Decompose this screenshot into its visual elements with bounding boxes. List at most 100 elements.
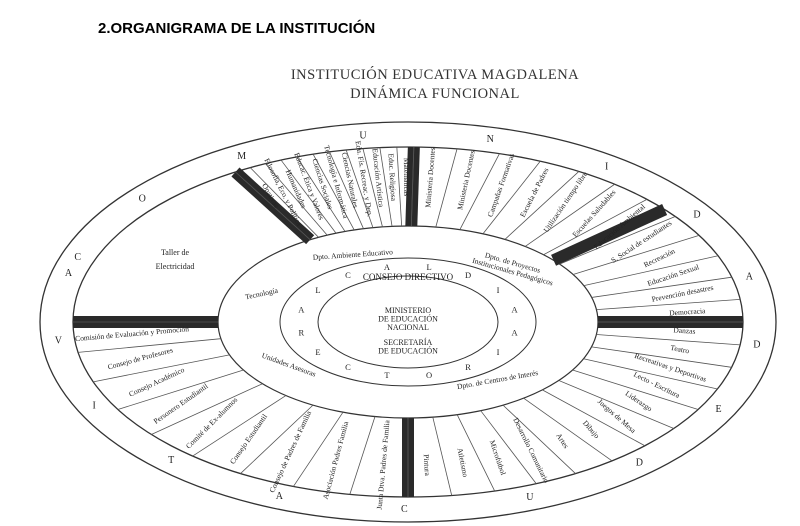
- unidades-label: Asociación Padres Familia: [321, 420, 351, 501]
- spoke-line: [435, 148, 458, 228]
- rectoria-letter: T: [384, 370, 390, 380]
- alcaldia-letter: I: [497, 285, 500, 295]
- spoke-line: [349, 416, 376, 495]
- spoke-line: [78, 338, 221, 353]
- alcaldia-letter: L: [426, 262, 431, 272]
- unidades-label: Personero Estudiantil: [152, 381, 210, 425]
- chart-title: INSTITUCIÓN EDUCATIVA MAGDALENA: [290, 67, 580, 83]
- ring-outer: [39, 121, 777, 523]
- alcaldia-letter: A: [298, 305, 305, 315]
- unidades-dept-label: Unidades Asesoras: [261, 351, 318, 379]
- spoke-line: [296, 156, 346, 232]
- proyectos-label: Escuela de Padres: [518, 166, 551, 218]
- spoke-line: [559, 216, 676, 265]
- community-letter: N: [487, 134, 494, 145]
- spoke-line: [572, 369, 699, 410]
- spoke-line: [543, 198, 648, 256]
- spoke-line: [502, 404, 576, 474]
- centros-label: Pintura: [422, 454, 432, 477]
- ministerio-label: MINISTERIO: [385, 306, 431, 315]
- spoke-line: [482, 160, 541, 235]
- community-letter: T: [168, 455, 174, 466]
- community-letter: D: [753, 339, 760, 350]
- community-letter: C: [401, 504, 408, 515]
- spoke-line: [591, 276, 732, 298]
- spoke-line: [265, 163, 328, 236]
- alcaldia-letter: L: [315, 285, 320, 295]
- community-letter: U: [359, 130, 367, 141]
- rectoria-letter: A: [512, 327, 519, 337]
- spoke-line: [591, 346, 732, 368]
- tecnologia-dept-label: Tecnología: [244, 286, 279, 302]
- community-letter: I: [92, 401, 95, 412]
- spoke-line: [93, 354, 230, 383]
- spoke-line: [329, 151, 364, 229]
- spoke-line: [480, 410, 537, 484]
- centros-label: Desarrollo Comunitario: [511, 416, 551, 484]
- ambiente-label: Matemáticas: [402, 158, 411, 196]
- ministerio-label: DE EDUCACIÓN: [378, 314, 438, 324]
- rectoria-letter: C: [345, 362, 351, 372]
- centros-label: Teatro: [670, 343, 691, 356]
- spoke-line: [459, 153, 500, 230]
- secretaria-label: DE EDUCACIÓN: [378, 346, 438, 356]
- proyectos-label: Ministeria Docentes: [423, 147, 437, 208]
- community-letter: O: [139, 194, 146, 205]
- spoke-line: [596, 334, 741, 346]
- sector-divider: [551, 204, 668, 266]
- alcaldia-letter: A: [512, 305, 519, 315]
- spoke-line: [312, 153, 355, 231]
- community-letter: C: [74, 252, 81, 263]
- spoke-line: [542, 389, 646, 447]
- spoke-line: [410, 147, 415, 227]
- community-letter: V: [55, 336, 63, 347]
- unidades-label: Consejo Académico: [127, 365, 186, 399]
- proyectos-label: Ministeria Docentes: [455, 149, 477, 210]
- unidades-label: Consejo de Padres de Familia: [267, 409, 313, 494]
- rectoria-letter: I: [497, 347, 500, 357]
- ring-mid2: [279, 257, 537, 387]
- community-letter: D: [636, 457, 643, 468]
- spoke-line: [558, 380, 674, 429]
- spoke-line: [151, 383, 263, 435]
- taller-label: Taller de: [161, 248, 190, 257]
- alcaldia-letter: D: [465, 270, 471, 280]
- centros-label: Juegos de Mesa: [596, 397, 638, 436]
- spoke-line: [192, 395, 287, 457]
- spoke-line: [523, 397, 613, 462]
- proyectos-label: Educación Sexual: [646, 262, 700, 288]
- centros-label: Atletismo: [456, 447, 471, 478]
- spoke-line: [596, 299, 741, 311]
- spoke-line: [345, 149, 374, 228]
- community-letter: U: [526, 492, 534, 503]
- spoke-line: [524, 183, 615, 247]
- community-letter: A: [65, 268, 73, 279]
- spoke-line: [362, 148, 383, 227]
- centros-label: Microfútbol: [488, 439, 508, 476]
- spoke-line: [583, 255, 719, 287]
- spoke-line: [117, 369, 244, 410]
- spoke-line: [249, 167, 319, 238]
- spoke-line: [572, 235, 700, 275]
- rectoria-letter: O: [426, 370, 432, 380]
- community-letter: A: [746, 271, 754, 282]
- spoke-line: [396, 147, 403, 227]
- rectoria-letter: R: [465, 362, 471, 372]
- chart-subtitle: DINÁMICA FUNCIONAL: [350, 86, 520, 102]
- unidades-label: Comité de Ex-alumnos: [184, 395, 239, 450]
- spoke-line: [456, 414, 496, 492]
- centros-label: Artes: [554, 432, 571, 451]
- spoke-line: [280, 159, 337, 234]
- spoke-line: [379, 147, 393, 227]
- spoke-line: [293, 411, 344, 487]
- rectoria-letter: E: [315, 347, 320, 357]
- ministerio-label: NACIONAL: [387, 323, 429, 332]
- spoke-line: [504, 171, 580, 240]
- proyectos-label: Campañas Formativas: [485, 152, 516, 218]
- community-letter: E: [715, 404, 721, 415]
- community-letter: D: [693, 210, 700, 221]
- alcaldia-letter: A: [384, 262, 391, 272]
- unidades-label: Consejo Estudiantil: [228, 412, 269, 465]
- community-letter: I: [605, 162, 608, 173]
- ring-core: [317, 275, 499, 369]
